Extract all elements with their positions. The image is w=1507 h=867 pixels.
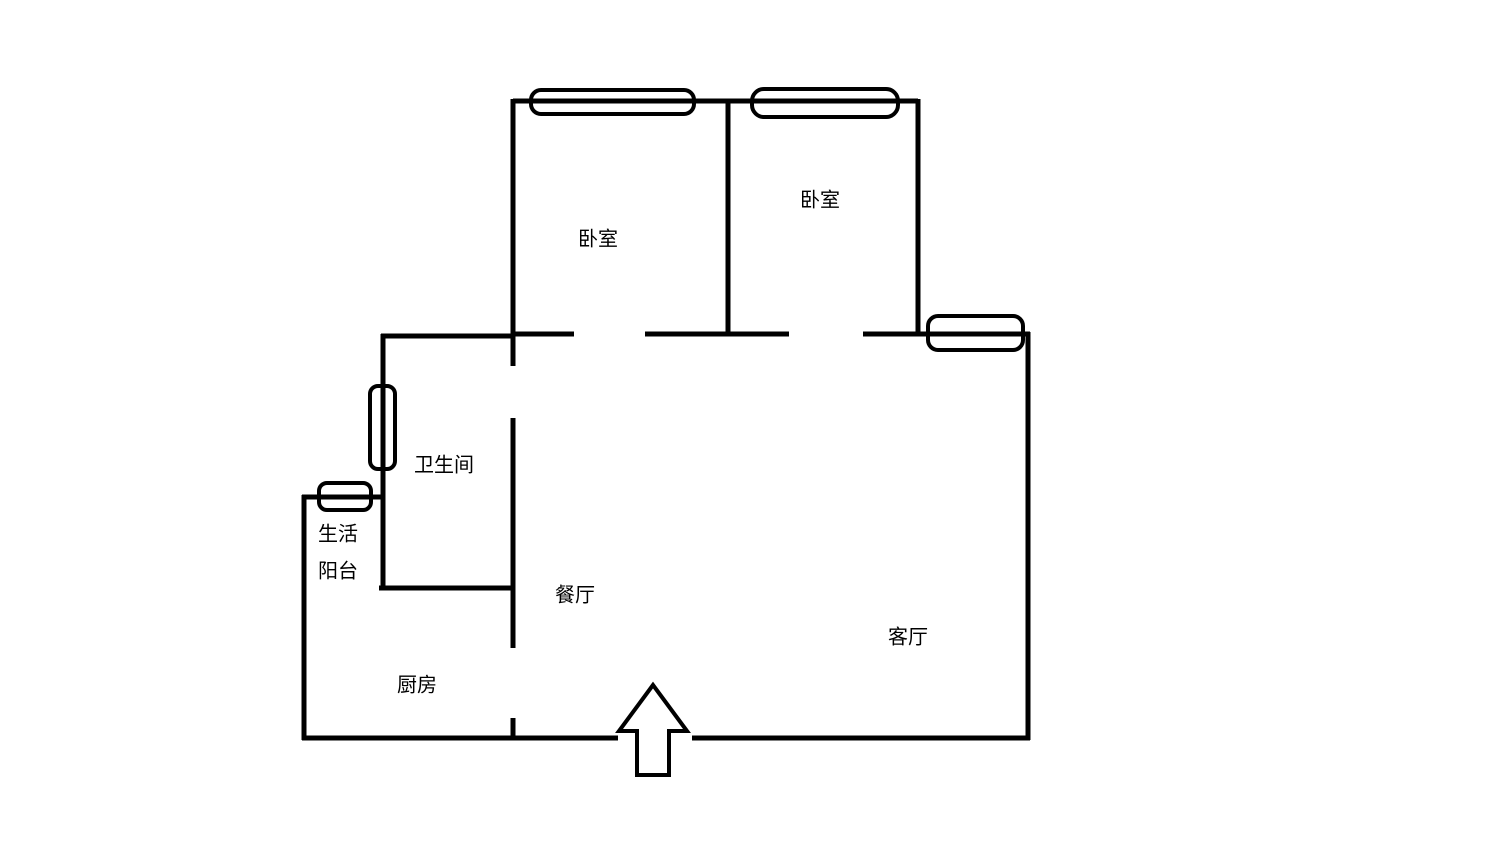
label-kitchen: 厨房 xyxy=(397,673,437,697)
label-balcony-line1: 生活 xyxy=(318,522,358,546)
room-labels: 卧室 卧室 卫生间 生活 阳台 餐厅 客厅 厨房 xyxy=(318,188,928,697)
walls xyxy=(301,98,1031,741)
arrow-up-icon xyxy=(615,681,691,777)
label-living-room: 客厅 xyxy=(888,625,928,649)
label-bedroom-left: 卧室 xyxy=(578,227,618,251)
window-bathroom xyxy=(368,384,397,471)
label-dining-room: 餐厅 xyxy=(555,583,595,607)
label-bedroom-right: 卧室 xyxy=(800,188,840,212)
window-balcony xyxy=(317,481,373,512)
label-bathroom: 卫生间 xyxy=(414,453,474,477)
window-living-room xyxy=(926,314,1025,352)
window-bedroom-left xyxy=(529,88,696,116)
windows xyxy=(317,87,1025,512)
window-bedroom-right xyxy=(750,87,900,119)
label-balcony-line2: 阳台 xyxy=(318,559,358,583)
